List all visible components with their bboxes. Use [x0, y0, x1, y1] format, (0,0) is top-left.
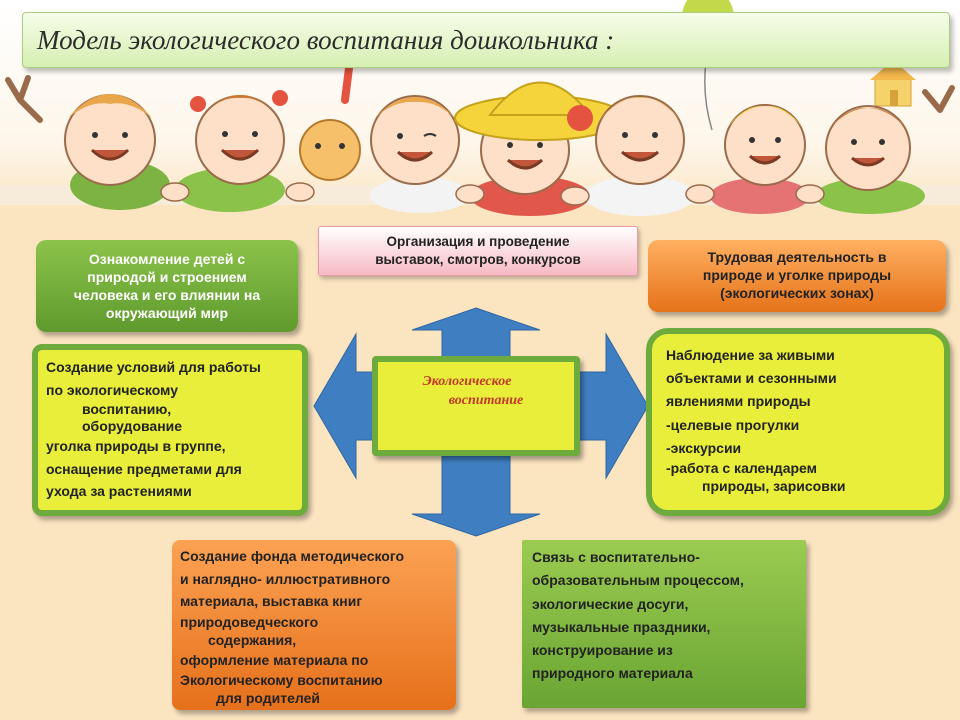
box-exhibitions: Организация и проведение выставок, смотр… [318, 226, 638, 276]
text-line: оформление материала по [180, 651, 369, 668]
arrow-down [411, 455, 541, 537]
text-line: экологические досуги, [532, 595, 689, 612]
text-line: природного материала [532, 665, 693, 682]
center-ecological-education: Экологическое воспитание [372, 356, 580, 456]
text-line: природе и уголке природы [702, 267, 892, 283]
text-line: -работа с календарем [666, 460, 817, 477]
text-line: Трудовая деятельность в [707, 249, 887, 265]
text-line: выставок, смотров, конкурсов [375, 252, 581, 267]
text-line: материала, выставка книг [180, 593, 363, 609]
text-line: и наглядно- иллюстративного [180, 570, 391, 587]
title-banner: Модель экологического воспитания дошколь… [22, 12, 950, 68]
text-line: объектами и сезонными [666, 370, 837, 387]
text-line: ухода за растениями [46, 483, 192, 500]
box-nature-acquaintance: Ознакомление детей с природой и строение… [36, 240, 298, 332]
text-line: -экскурсии [666, 439, 742, 456]
text-line: Связь с воспитательно- [532, 549, 700, 565]
text-line: Создание фонда методического [180, 548, 405, 564]
box-conditions: Создание условий для работы по экологиче… [32, 344, 308, 516]
text-line: уголка природы в группе, [46, 438, 226, 455]
text-line: Создание условий для работы [46, 359, 261, 375]
text-line: образовательным процессом, [532, 572, 744, 589]
text-line: музыкальные праздники, [532, 618, 711, 635]
box-educational-process: Связь с воспитательно- образовательным п… [522, 540, 806, 708]
text-line: Наблюдение за живыми [666, 347, 835, 363]
text-line: -целевые прогулки [666, 416, 800, 433]
text-line: воспитанию, [82, 401, 172, 418]
center-title-line2: воспитание [448, 393, 524, 408]
arrow-right [573, 332, 649, 480]
arrow-up [411, 307, 541, 361]
house-icon [870, 60, 916, 107]
text-line: природы, зарисовки [702, 478, 846, 495]
text-line: оборудование [82, 418, 183, 435]
box-labor-activity: Трудовая деятельность в природе и уголке… [648, 240, 946, 312]
text-line: явлениями природы [666, 393, 811, 410]
text-line: природоведческого [180, 613, 319, 630]
box-observation: Наблюдение за живыми объектами и сезонны… [646, 328, 950, 516]
text-line: для родителей [216, 690, 320, 706]
text-line: по экологическому [46, 381, 179, 398]
text-line: Экологическому воспитанию [180, 672, 383, 688]
text-line: Организация и проведение [386, 234, 570, 249]
text-line: Ознакомление детей с [88, 251, 246, 267]
text-line: окружающий мир [105, 305, 229, 321]
children-illustration [0, 0, 960, 216]
box-methodical-fund: Создание фонда методического и наглядно-… [172, 540, 456, 710]
text-line: человека и его влиянии на [73, 287, 261, 303]
text-line: природой и строением [87, 269, 247, 285]
text-line: (экологических зонах) [720, 285, 874, 301]
text-line: оснащение предметами для [46, 460, 242, 477]
page-title: Модель экологического воспитания дошколь… [37, 25, 615, 55]
center-title-line1: Экологическое [422, 374, 512, 389]
text-line: содержания, [208, 631, 297, 648]
arrow-left [313, 332, 379, 480]
text-line: конструирование из [532, 642, 673, 659]
